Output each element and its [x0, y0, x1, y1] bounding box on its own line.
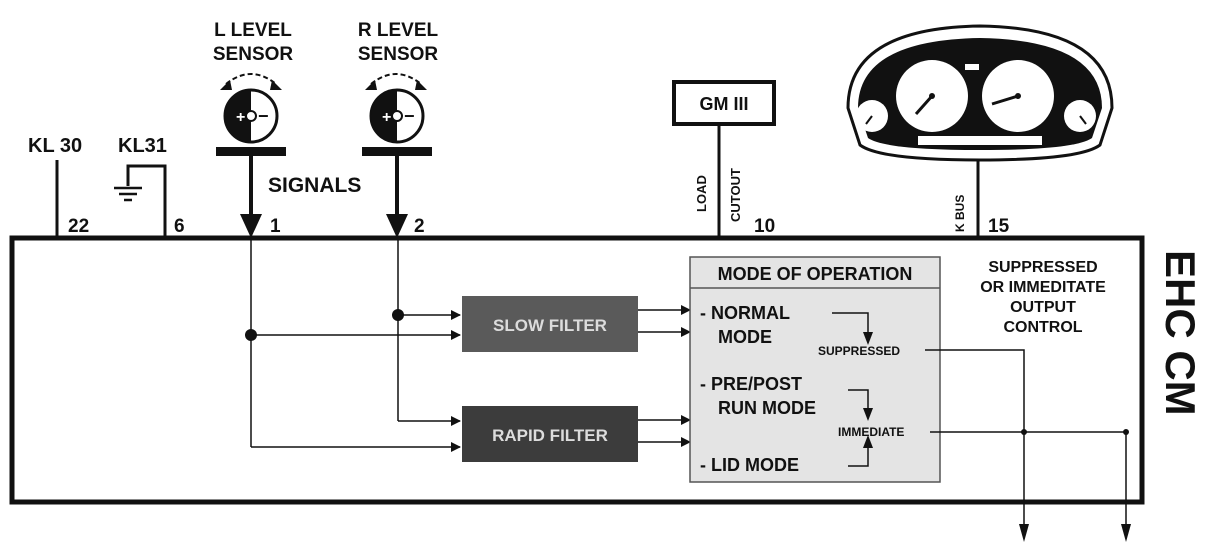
mode-of-operation-box: MODE OF OPERATION - NORMAL MODE - PRE/PO…	[689, 256, 941, 483]
junction-dot	[245, 329, 257, 341]
svg-text:MODE OF OPERATION: MODE OF OPERATION	[718, 264, 913, 284]
svg-text:CONTROL: CONTROL	[1003, 319, 1082, 336]
svg-text:+: +	[382, 109, 391, 126]
output-arrow-icon	[1019, 524, 1029, 542]
slow-filter: SLOW FILTER	[462, 296, 638, 352]
svg-text:KL31: KL31	[118, 135, 167, 157]
svg-text:SENSOR: SENSOR	[213, 44, 294, 65]
svg-text:OR IMMEDITATE: OR IMMEDITATE	[980, 279, 1106, 296]
svg-text:CUTOUT: CUTOUT	[728, 168, 743, 222]
ehc-module-box	[9, 235, 1145, 505]
svg-text:GM III: GM III	[700, 94, 749, 114]
svg-text:RUN MODE: RUN MODE	[718, 398, 816, 418]
svg-text:22: 22	[68, 216, 89, 237]
output-arrow-icon	[1121, 524, 1131, 542]
junction-dot	[1021, 429, 1027, 435]
svg-text:MODE: MODE	[718, 327, 772, 347]
svg-text:−: −	[258, 106, 269, 126]
svg-text:15: 15	[988, 216, 1010, 237]
svg-text:+: +	[236, 109, 245, 126]
svg-text:R LEVEL: R LEVEL	[358, 20, 439, 41]
left-level-sensor: L LEVEL SENSOR + − 1	[213, 20, 294, 238]
svg-text:IMMEDIATE: IMMEDIATE	[838, 425, 904, 439]
output-control-label: SUPPRESSED OR IMMEDITATE OUTPUT CONTROL	[980, 259, 1106, 336]
junction-dot	[1123, 429, 1129, 435]
junction-dot	[392, 309, 404, 321]
svg-text:SUPPRESSED: SUPPRESSED	[988, 259, 1097, 276]
svg-text:- NORMAL: - NORMAL	[700, 303, 790, 323]
gm3-module: GM III LOAD CUTOUT 10	[672, 80, 776, 238]
svg-text:KL 30: KL 30	[28, 135, 82, 157]
svg-text:SENSOR: SENSOR	[358, 44, 439, 65]
right-level-sensor: R LEVEL SENSOR + − 2	[358, 20, 439, 238]
svg-text:- LID MODE: - LID MODE	[700, 455, 799, 475]
svg-text:LOAD: LOAD	[694, 175, 709, 212]
rotation-arrow-icon	[370, 73, 422, 85]
svg-text:6: 6	[174, 216, 185, 237]
rapid-filter: RAPID FILTER	[462, 406, 638, 462]
svg-text:10: 10	[754, 216, 775, 237]
svg-text:1: 1	[270, 216, 281, 237]
svg-text:2: 2	[414, 216, 425, 237]
svg-text:SUPPRESSED: SUPPRESSED	[818, 344, 900, 358]
ehc-module-label: EHC CM	[1157, 250, 1204, 416]
ground-icon	[114, 186, 142, 202]
svg-text:- PRE/POST: - PRE/POST	[700, 374, 802, 394]
kl30-terminal: KL 30 22	[28, 135, 89, 238]
svg-text:RAPID FILTER: RAPID FILTER	[492, 426, 608, 445]
svg-text:SLOW FILTER: SLOW FILTER	[493, 316, 607, 335]
rotation-arrow-icon	[225, 73, 277, 85]
kl31-terminal: KL31 6	[114, 135, 185, 238]
svg-text:L LEVEL: L LEVEL	[214, 20, 292, 41]
svg-text:OUTPUT: OUTPUT	[1010, 299, 1076, 316]
svg-text:−: −	[404, 106, 415, 126]
instrument-cluster-icon: K BUS 15	[846, 24, 1114, 238]
signal-lines	[250, 238, 691, 452]
svg-text:K BUS: K BUS	[953, 195, 967, 232]
signals-label: SIGNALS	[268, 174, 361, 197]
